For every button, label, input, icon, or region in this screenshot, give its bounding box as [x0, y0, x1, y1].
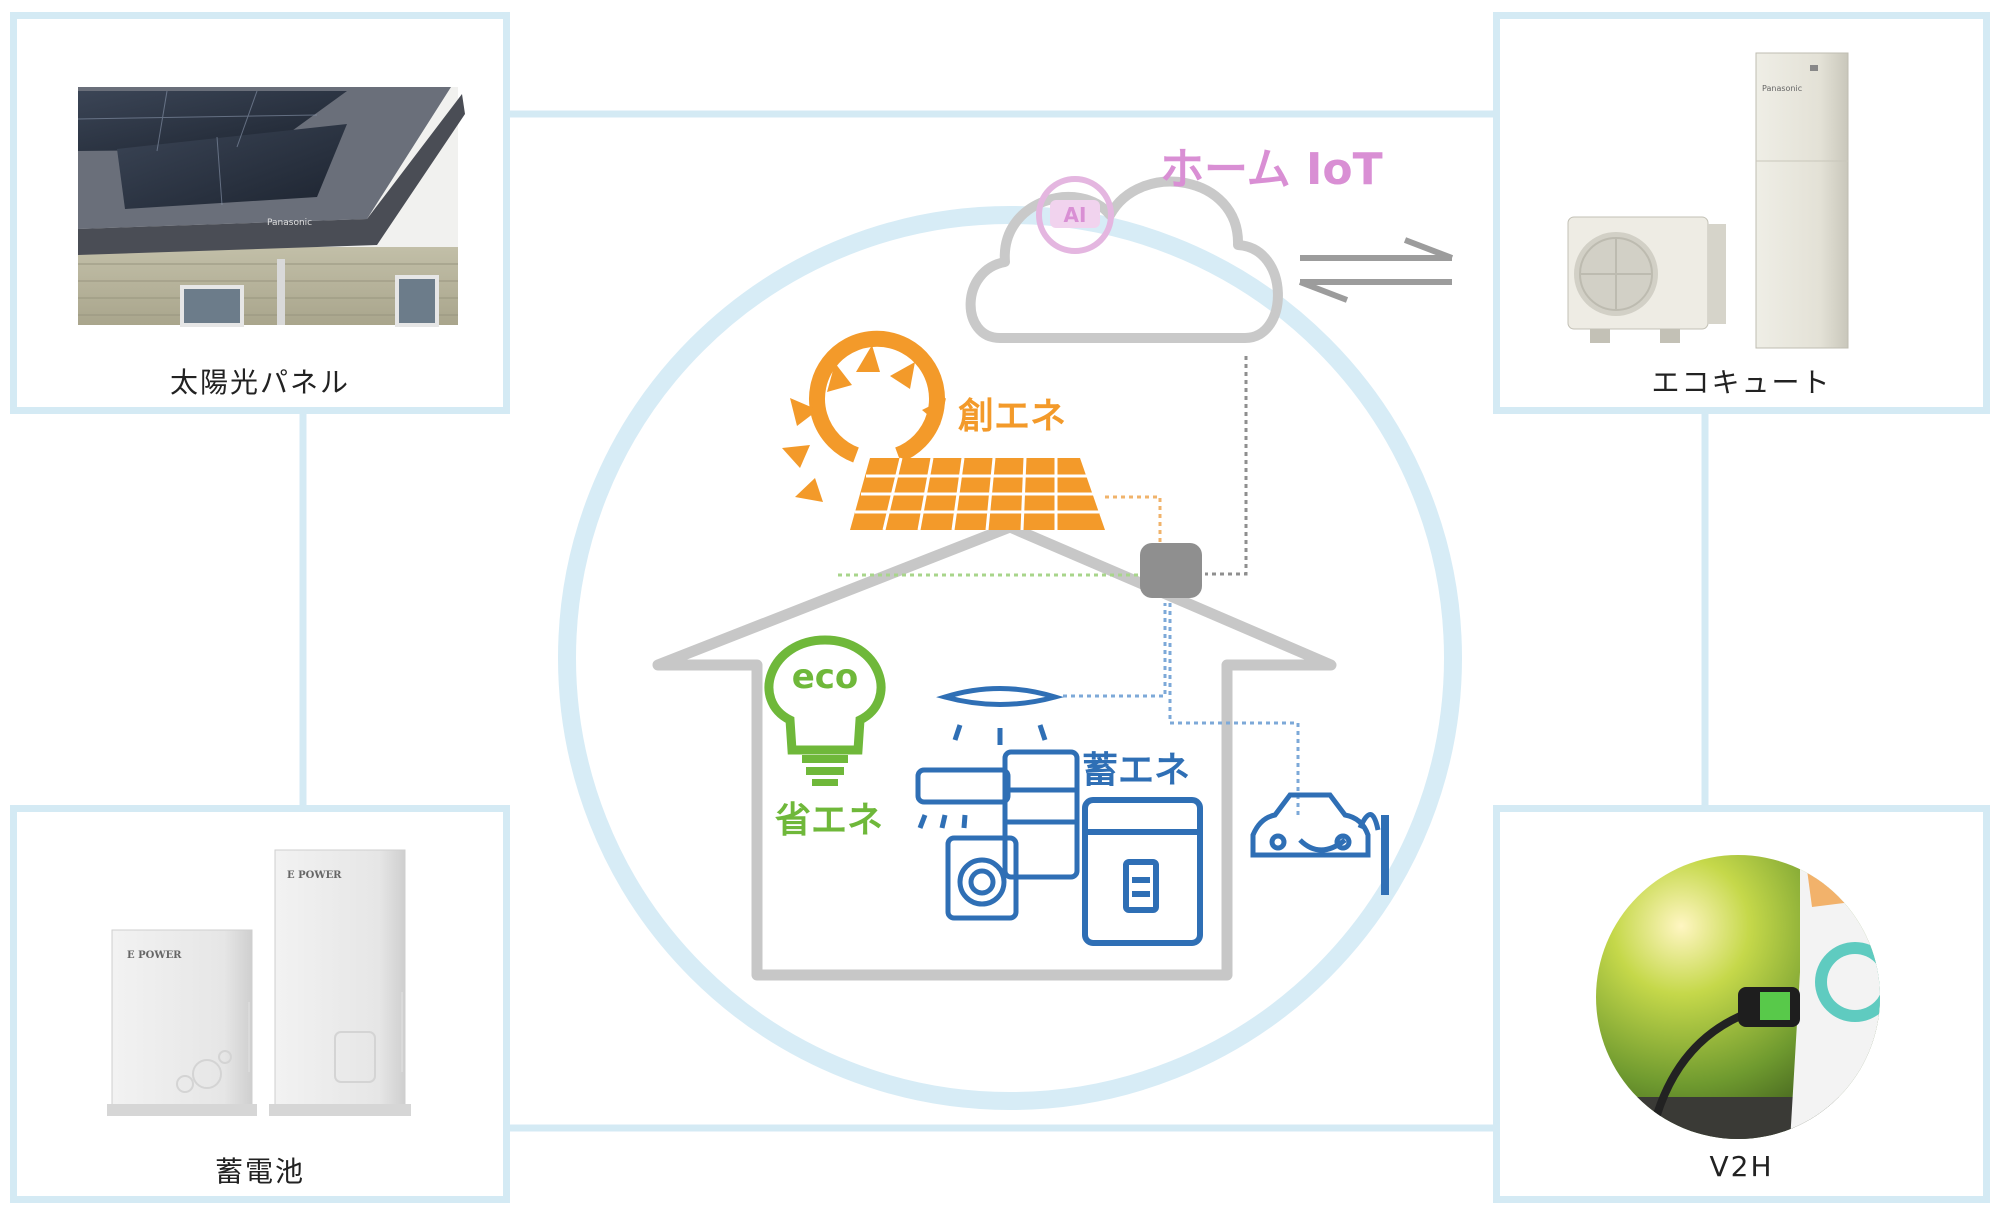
eco-bulb-icon — [764, 635, 886, 786]
card-solar-panel[interactable]: Panasonic 太陽光パネル — [10, 12, 510, 414]
ai-head-icon — [1036, 176, 1114, 254]
v2h-photo — [1596, 855, 1880, 1139]
battery-brand-small: E POWER — [127, 950, 182, 961]
refrigerator-icon — [1002, 749, 1080, 880]
eco-bulb-text: eco — [792, 657, 859, 697]
sun-icon — [782, 330, 946, 502]
save-energy-label: 省エネ — [775, 800, 883, 841]
ecocute-brand-tank: Panasonic — [1762, 84, 1802, 93]
card-storage-battery[interactable]: E POWER E POWER 蓄電池 — [10, 805, 510, 1203]
card-ecocute[interactable]: Panasonic エコキュート — [1493, 12, 1990, 414]
storage-battery-photo: E POWER E POWER — [107, 849, 411, 1116]
battery-brand-large: E POWER — [287, 870, 342, 881]
electric-car-icon — [1250, 792, 1389, 895]
washing-machine-icon — [945, 835, 1019, 921]
ecocute-photo: Panasonic — [1567, 52, 1849, 349]
ai-badge-text: AI — [1064, 203, 1087, 227]
card-caption-ecocute: エコキュート — [1651, 366, 1832, 399]
cloud-icon — [965, 176, 1283, 343]
solar-panel-icon — [850, 457, 1105, 531]
hub-icon — [1140, 543, 1202, 598]
card-caption-battery: 蓄電池 — [214, 1155, 305, 1188]
store-energy-label: 蓄エネ — [1082, 750, 1190, 791]
storage-battery-icon — [1082, 797, 1203, 946]
create-energy-label: 創エネ — [958, 396, 1066, 437]
solar-roof-photo: Panasonic — [77, 87, 465, 327]
ceiling-light-icon — [936, 686, 1064, 745]
air-conditioner-icon — [915, 767, 1011, 829]
sync-arrows-icon — [1298, 237, 1454, 303]
house-outline — [652, 521, 1337, 981]
central-circle — [558, 206, 1462, 1110]
iot-label: ホーム IoT — [1160, 144, 1383, 195]
solar-brand-text: Panasonic — [267, 218, 312, 228]
card-caption-v2h: V2H — [1709, 1150, 1774, 1183]
card-caption-solar: 太陽光パネル — [169, 366, 350, 399]
card-v2h[interactable]: V2H — [1493, 805, 1990, 1203]
